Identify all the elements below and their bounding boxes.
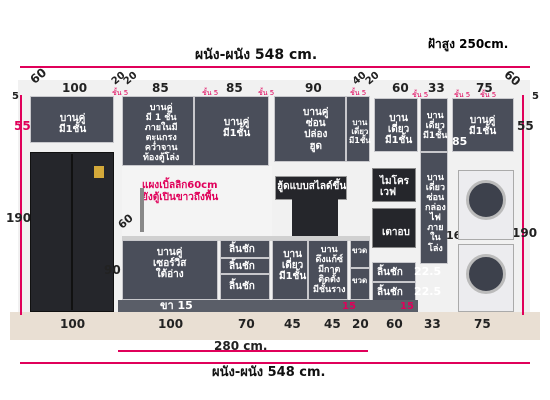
drawer-5-dim: 22.5 bbox=[414, 285, 442, 298]
span-280: 280 cm. bbox=[214, 339, 268, 353]
upper-cabinet-2: บานคู่ มี 1 ชั้น ภายในมี ตะแกรง คว่ำจาน … bbox=[122, 96, 194, 166]
drawer-4-dim: 22.5 bbox=[414, 265, 442, 278]
span-280-line bbox=[118, 350, 368, 352]
oven-label: เตาอบ bbox=[382, 227, 410, 238]
upper-cabinet-7: บาน เดี่ยว มี1ชั้น bbox=[420, 98, 448, 152]
left-55: 55 bbox=[14, 119, 31, 133]
bottle-rack-2: ขวด bbox=[350, 268, 370, 300]
leg-label: ขา 15 bbox=[160, 299, 193, 312]
drawer-2: ลิ้นชัก bbox=[220, 258, 270, 274]
bottle-rack-1: ขวด bbox=[350, 240, 370, 268]
microwave bbox=[372, 168, 416, 202]
bottom-dim-100a: 100 bbox=[60, 317, 86, 331]
bottom-dim-100b: 100 bbox=[158, 317, 184, 331]
bottom-dim-33: 33 bbox=[424, 317, 441, 331]
slide-hood-label: ฮู้ดแบบสไลด์ขึ้น bbox=[277, 181, 347, 192]
bottom-dim-75: 75 bbox=[474, 317, 491, 331]
bottom-dim-20: 20 bbox=[352, 317, 369, 331]
lower-cabinet-pullout: บาน ดึงแก้ซ์ มีกาต ติดตั้ง มีชั้นราง bbox=[308, 240, 348, 300]
bottom-dim-45a: 45 bbox=[284, 317, 301, 331]
bottom-dim-60: 60 bbox=[386, 317, 403, 331]
right-vertical-dim bbox=[522, 95, 524, 315]
tall-side-cabinet: บาน เดี่ยว ซ่อน กล่อง ไฟ ภาย ใน โล่ง bbox=[420, 152, 448, 264]
shelf-label: ชั้น 5 bbox=[350, 89, 367, 97]
top-dim-100: 100 bbox=[62, 81, 88, 95]
oven bbox=[372, 208, 416, 248]
wall-dimension-bottom: ผนัง-ผนัง 548 cm. bbox=[212, 365, 326, 380]
washer-door bbox=[466, 254, 506, 294]
top-dim-90: 90 bbox=[305, 81, 322, 95]
wall-dimension-title: ผนัง-ผนัง 548 cm. bbox=[195, 47, 318, 63]
left-190: 190 bbox=[6, 211, 32, 225]
bottom-wall-line bbox=[20, 362, 530, 364]
top-dim-85a: 85 bbox=[152, 81, 169, 95]
toe-15-a: 15 bbox=[342, 301, 356, 312]
drawer-5: ลิ้นชัก bbox=[372, 282, 416, 302]
lower-cabinet-sink: บานคู่ เซอร์วิส ใต้อ่าง bbox=[122, 240, 218, 300]
upper-cabinet-4: บานคู่ ซ่อน ปล่อง ฮูด bbox=[274, 96, 346, 162]
top-dim-60: 60 bbox=[392, 81, 409, 95]
toe-15-b: 15 bbox=[400, 301, 414, 312]
ceiling-height: ฝ้าสูง 250cm. bbox=[428, 37, 509, 51]
fridge-display bbox=[94, 166, 104, 178]
countertop bbox=[122, 236, 370, 241]
shelf-label: ชั้น 5 bbox=[480, 91, 497, 99]
lower-cabinet-single: บาน เดี่ยว มี1ชั้น bbox=[272, 240, 308, 300]
toe-kick bbox=[118, 300, 418, 312]
top-wall-line bbox=[20, 66, 530, 68]
upper-cabinet-5: บาน เดี่ยว มี1ชั้น bbox=[346, 96, 371, 162]
cooktop bbox=[292, 196, 338, 236]
floor bbox=[10, 312, 540, 340]
top-dim-85b: 85 bbox=[226, 81, 243, 95]
upper-cabinet-8: บานคู่ มี1ชั้น bbox=[452, 98, 514, 152]
faucet bbox=[140, 188, 144, 232]
dim-160: 160 bbox=[446, 230, 469, 241]
shelf-label: ชั้น 5 bbox=[202, 89, 219, 97]
shelf-label: ชั้น 5 bbox=[454, 91, 471, 99]
upper-cabinet-6: บาน เดี่ยว มี1ชั้น bbox=[374, 98, 418, 152]
top-dim-33: 33 bbox=[428, 81, 445, 95]
bottom-dim-45b: 45 bbox=[324, 317, 341, 331]
drawer-3: ลิ้นชัก bbox=[220, 274, 270, 300]
fridge-door-split bbox=[71, 154, 73, 310]
top-dim-75: 75 bbox=[476, 81, 493, 95]
bottom-dim-70: 70 bbox=[238, 317, 255, 331]
right-55: 55 bbox=[517, 119, 534, 133]
upper-cabinet-1: บานคู่ มี1ชั้น bbox=[30, 96, 114, 143]
shelf-label: ชั้น 5 bbox=[258, 89, 275, 97]
right-5: 5 bbox=[532, 91, 539, 102]
shelf-label: ชั้น 5 bbox=[112, 89, 129, 97]
dryer-door bbox=[466, 180, 506, 220]
backsplash-label: แผงเบิ้ลลิก60cm ยังตู้เปินขาวถึงพื้น bbox=[142, 180, 219, 203]
backsplash bbox=[122, 166, 272, 240]
left-5: 5 bbox=[12, 91, 19, 102]
drawer-4: ลิ้นชัก bbox=[372, 262, 416, 282]
upper-cabinet-3: บานคู่ มี1ชั้น bbox=[194, 96, 269, 166]
drawer-1: ลิ้นชัก bbox=[220, 240, 270, 258]
dim-85-side: 85 bbox=[452, 135, 468, 148]
shelf-label: ชั้น 5 bbox=[412, 91, 429, 99]
left-vertical-dim bbox=[20, 95, 22, 315]
right-190: 190 bbox=[512, 226, 538, 240]
dim-90-lower: 90 bbox=[104, 263, 121, 277]
microwave-label: ไมโคร เวฟ bbox=[380, 176, 410, 198]
